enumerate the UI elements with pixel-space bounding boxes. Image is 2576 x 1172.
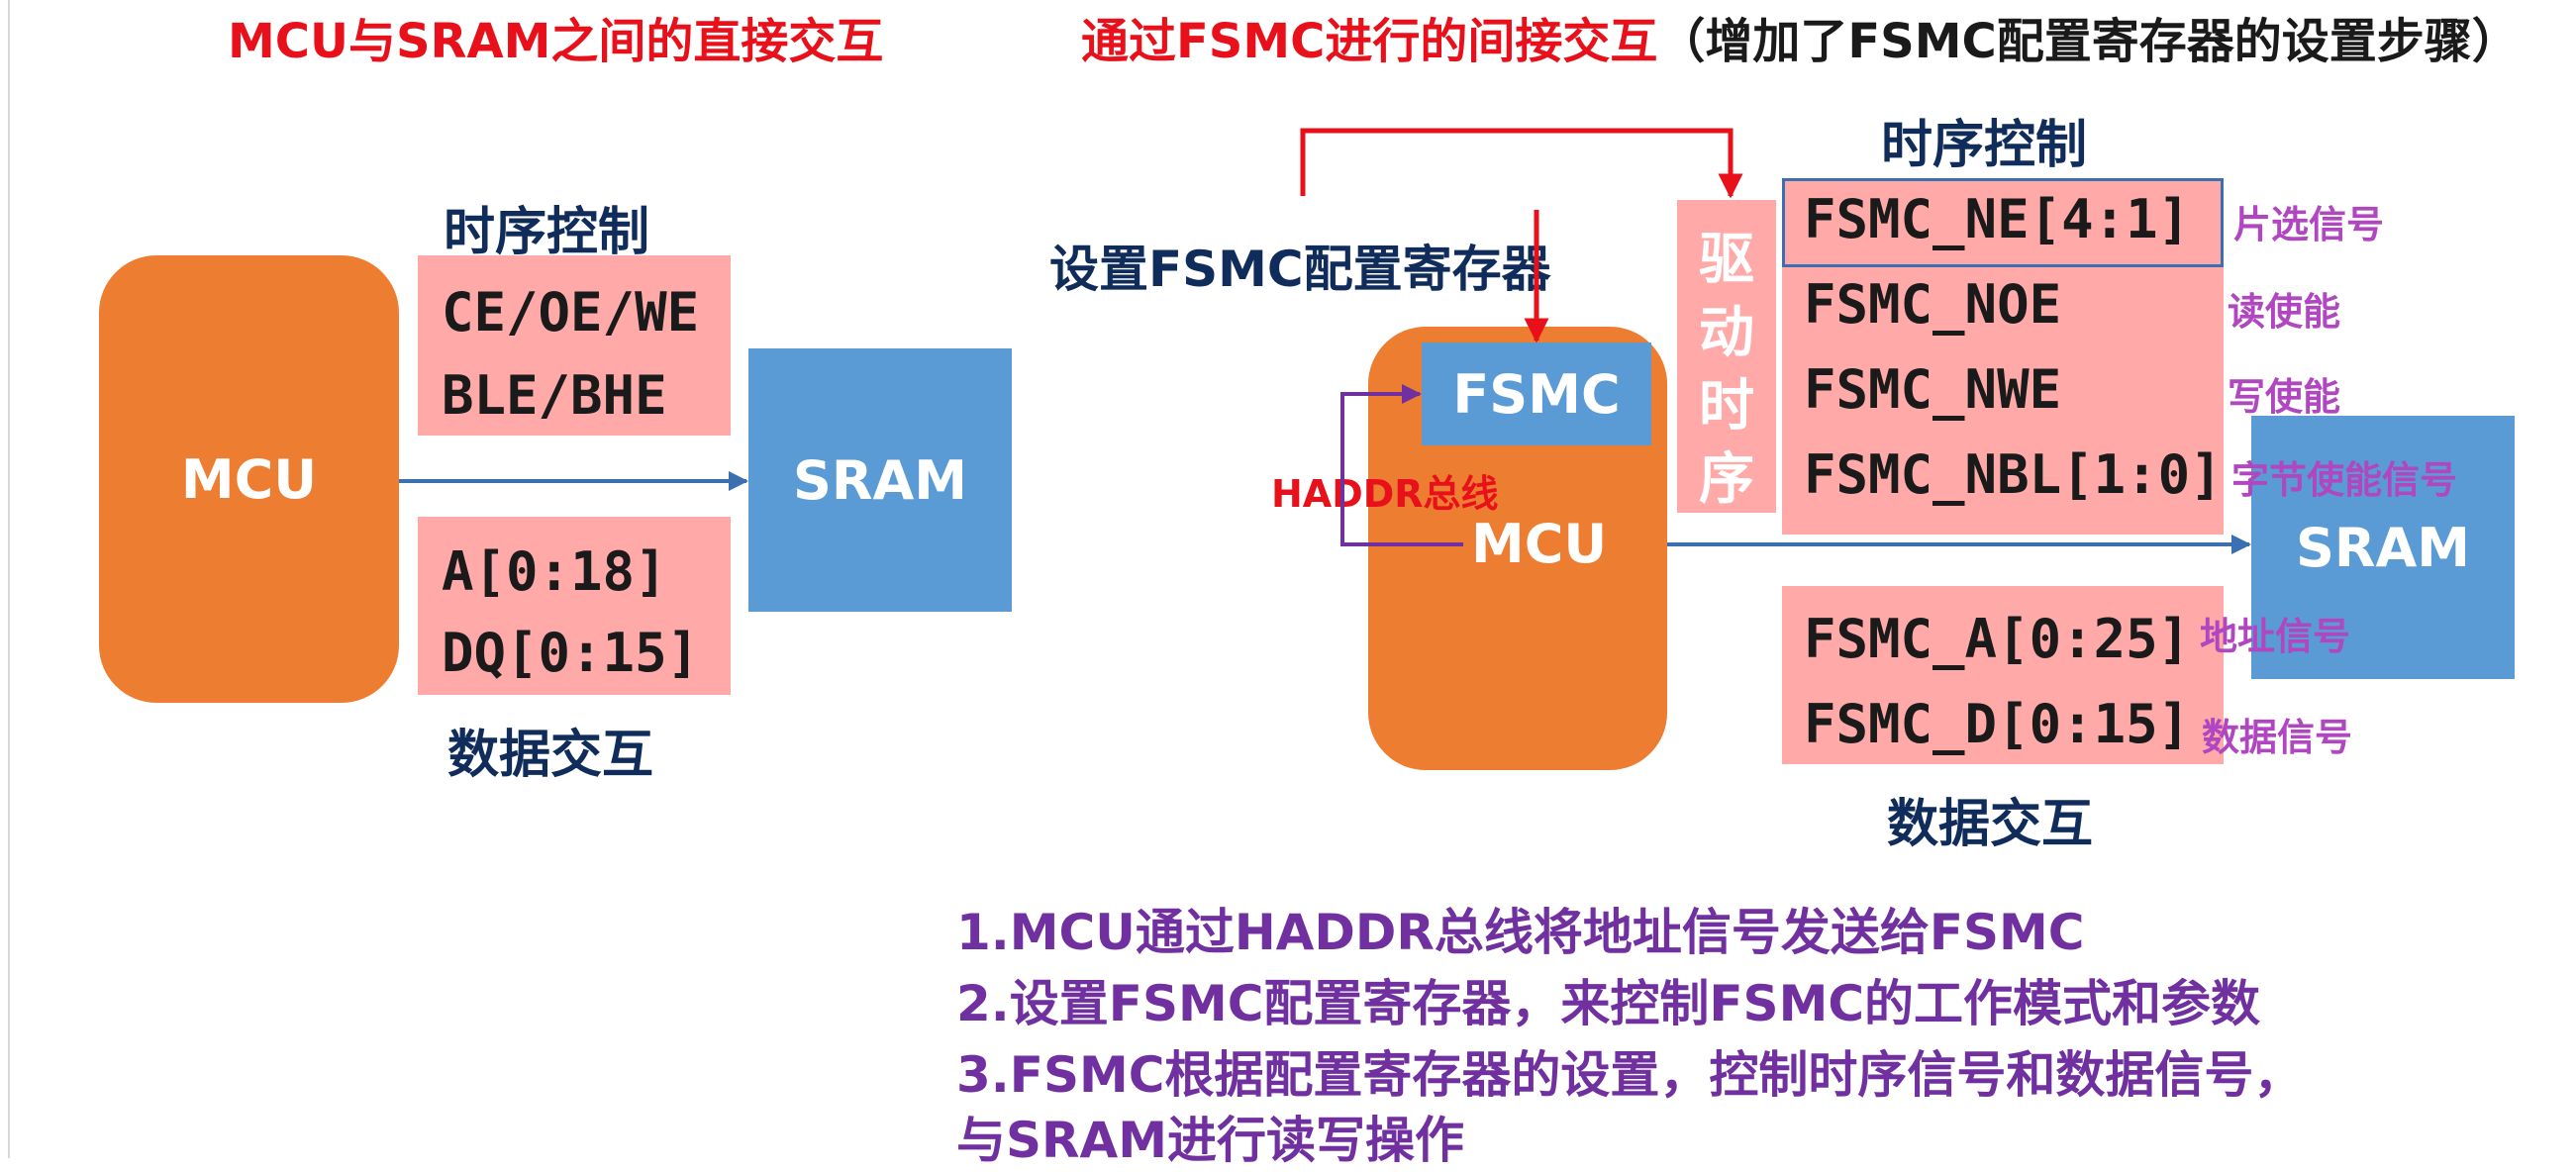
data-signal-desc-1: 地址信号 (2200, 615, 2351, 658)
right-title-black: （增加了FSMC配置寄存器的设置步骤） (1657, 14, 2520, 69)
right-timing-heading: 时序控制 (1881, 116, 2088, 175)
left-data-signal-box: A[0:18] DQ[0:15] (418, 517, 731, 695)
page-left-border (8, 0, 10, 1158)
left-mcu-box: MCU (99, 255, 399, 703)
right-control-signal-box: FSMC_NE[4:1] FSMC_NOE FSMC_NWE FSMC_NBL[… (1782, 178, 2224, 535)
left-data-signal-2: DQ[0:15] (442, 622, 700, 684)
right-title: 通过FSMC进行的间接交互（增加了FSMC配置寄存器的设置步骤） (1081, 2, 2520, 71)
control-signal-desc-3: 写使能 (2228, 375, 2341, 419)
right-title-red: 通过FSMC进行的间接交互 (1081, 14, 1658, 69)
drive-timing-char-2: 动 (1699, 301, 1754, 365)
drive-timing-char-4: 序 (1699, 447, 1754, 512)
left-data-signal-1: A[0:18] (442, 540, 667, 603)
fsmc-label: FSMC (1452, 362, 1621, 426)
right-data-signal-1: FSMC_A[0:25] (1804, 608, 2191, 670)
left-sram-label: SRAM (792, 448, 967, 512)
drive-timing-char-3: 时 (1699, 374, 1754, 439)
step-3-continued: 与SRAM进行读写操作 (956, 1112, 1464, 1169)
right-sram-box: SRAM (2251, 416, 2515, 679)
control-signal-desc-1: 片选信号 (2233, 203, 2385, 246)
step-2: 2.设置FSMC配置寄存器，来控制FSMC的工作模式和参数 (956, 975, 2261, 1032)
right-control-signal-2: FSMC_NOE (1804, 273, 2062, 336)
left-timing-heading: 时序控制 (444, 203, 650, 262)
step-1: 1.MCU通过HADDR总线将地址信号发送给FSMC (956, 904, 2085, 961)
left-mcu-label: MCU (180, 447, 318, 511)
chip-select-highlight (1782, 178, 2224, 267)
drive-timing-box: 驱 动 时 序 (1677, 200, 1776, 513)
right-control-signal-1: FSMC_NE[4:1] (1804, 188, 2191, 250)
right-control-signal-3: FSMC_NWE (1804, 358, 2062, 421)
right-data-signal-box: FSMC_A[0:25] FSMC_D[0:15] (1782, 586, 2224, 764)
right-control-signal-4: FSMC_NBL[1:0] (1804, 443, 2223, 506)
left-data-heading: 数据交互 (447, 726, 654, 785)
right-mcu-label: MCU (1471, 513, 1608, 575)
data-signal-desc-2: 数据信号 (2202, 716, 2353, 759)
control-signal-desc-2: 读使能 (2228, 290, 2341, 334)
left-control-signal-2: BLE/BHE (442, 364, 667, 427)
right-data-heading: 数据交互 (1887, 795, 2094, 854)
right-sram-label: SRAM (2295, 516, 2470, 579)
haddr-bus-arrow (1340, 384, 1463, 546)
right-data-signal-2: FSMC_D[0:15] (1804, 693, 2191, 755)
haddr-bus-label: HADDR总线 (1271, 472, 1499, 516)
step-3: 3.FSMC根据配置寄存器的设置，控制时序信号和数据信号， (956, 1046, 2304, 1104)
left-control-signal-1: CE/OE/WE (442, 281, 700, 343)
config-to-drive-timing-arrow (1300, 128, 1743, 199)
config-register-label: 设置FSMC配置寄存器 (1049, 241, 1551, 298)
left-sram-box: SRAM (748, 348, 1012, 612)
left-control-signal-box: CE/OE/WE BLE/BHE (418, 255, 731, 436)
control-signal-desc-4: 字节使能信号 (2231, 458, 2458, 502)
drive-timing-char-1: 驱 (1699, 228, 1754, 292)
left-title: MCU与SRAM之间的直接交互 (228, 14, 884, 69)
fsmc-box: FSMC (1422, 342, 1651, 445)
